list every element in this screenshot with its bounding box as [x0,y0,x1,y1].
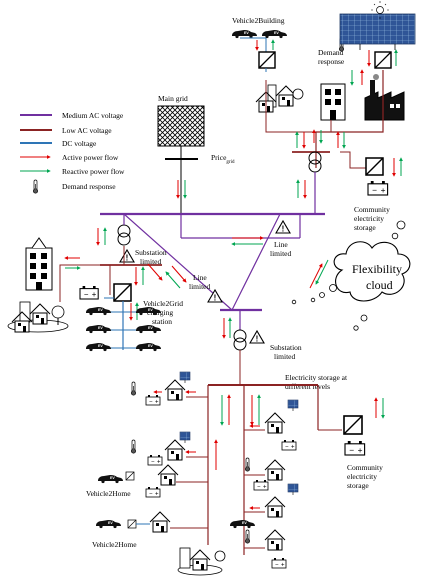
home-left-2 [130,431,208,466]
demand-response-label-2: response [318,57,345,66]
legend-demand-response: Demand response [62,182,116,191]
community-storage-low-3: storage [347,481,369,490]
main-grid-icon [157,105,205,147]
home-right-2 [244,457,286,491]
converter-icon [113,283,132,302]
storage-levels-1: Electricity storage at [285,373,348,382]
community-storage-low-2: electricity [347,472,377,481]
legend-low-ac: Low AC voltage [62,126,112,135]
line-limited-label-1: Line [274,240,288,249]
substation-limited-1: Substation [135,248,167,257]
village-icon [7,301,69,333]
home-left-3: Vehicle2Home [86,464,208,498]
home-left-4: Vehicle2Home [92,511,208,549]
vehicle2home-label-1: Vehicle2Home [86,489,131,498]
transformer-icon [233,329,247,351]
transformer-icon [308,151,322,173]
ev-car-icon [86,307,111,316]
ev-car-icon [86,343,111,352]
thermometer-icon [32,179,39,194]
community-storage-top: Community electricity storage [354,157,403,232]
legend-reactive: Reactive power flow [62,167,125,176]
building-cluster: Vehicle2Building Demand response [232,1,416,169]
home-right-3 [230,483,299,529]
legend-active: Active power flow [62,153,119,162]
substation-limited-low-2: limited [274,352,295,361]
v2g-label-3: station [152,317,172,326]
line-limited-mid-1: Line [193,273,207,282]
ev-car-icon [232,30,257,39]
ev-car-icon [136,343,161,352]
line-limited-mid-2: limited [189,282,210,291]
main-grid: Main grid Pricegrid [157,94,235,214]
substation-limited-2: limited [140,257,161,266]
flexibility-label-2: cloud [366,278,393,292]
office-building-icon [25,237,53,291]
storage-levels-2: different levels [285,382,330,391]
warning-icon [119,249,135,264]
converter-icon [374,51,392,69]
demand-response-label: Demand [318,48,344,57]
main-grid-label: Main grid [158,94,188,103]
apartment-icon [320,83,346,121]
flexibility-label-1: Flexibility [352,262,402,276]
converter-icon [258,51,276,69]
vehicle2building-label: Vehicle2Building [232,16,285,25]
ev-car-icon [86,325,111,334]
battery-icon [79,285,99,300]
community-storage-top-3: storage [354,223,376,232]
warning-icon [275,220,291,235]
flexibility-cloud: Flexibility cloud [291,220,411,331]
warning-icon [249,330,265,345]
substation-limited-low-1: Substation [270,343,302,352]
v2g-label-1: Vehicle2Grid [143,299,183,308]
legend: Medium AC voltage Low AC voltage DC volt… [20,111,125,194]
ev-car-icon [136,325,161,334]
vehicle2home-label-2: Vehicle2Home [92,540,137,549]
town-icon [255,84,304,113]
solar-farm-icon [339,1,416,50]
transformer-icon [117,224,131,246]
line-limited-label-2: limited [270,249,291,258]
community-storage-low: Community electricity storage [343,397,385,490]
home-left-1 [130,371,208,406]
price-label: Pricegrid [211,153,235,165]
community-storage-low-1: Community [347,463,383,472]
community-storage-top-1: Community [354,205,390,214]
ev-car-icon [262,30,287,39]
warning-icon [207,289,223,304]
home-right-1 [244,399,299,451]
community-storage-top-2: electricity [354,214,384,223]
home-right-4 [244,529,287,569]
legend-medium-ac: Medium AC voltage [62,111,124,120]
bottom-village-icon [177,547,226,576]
factory-icon [364,74,405,121]
legend-dc: DC voltage [62,139,97,148]
